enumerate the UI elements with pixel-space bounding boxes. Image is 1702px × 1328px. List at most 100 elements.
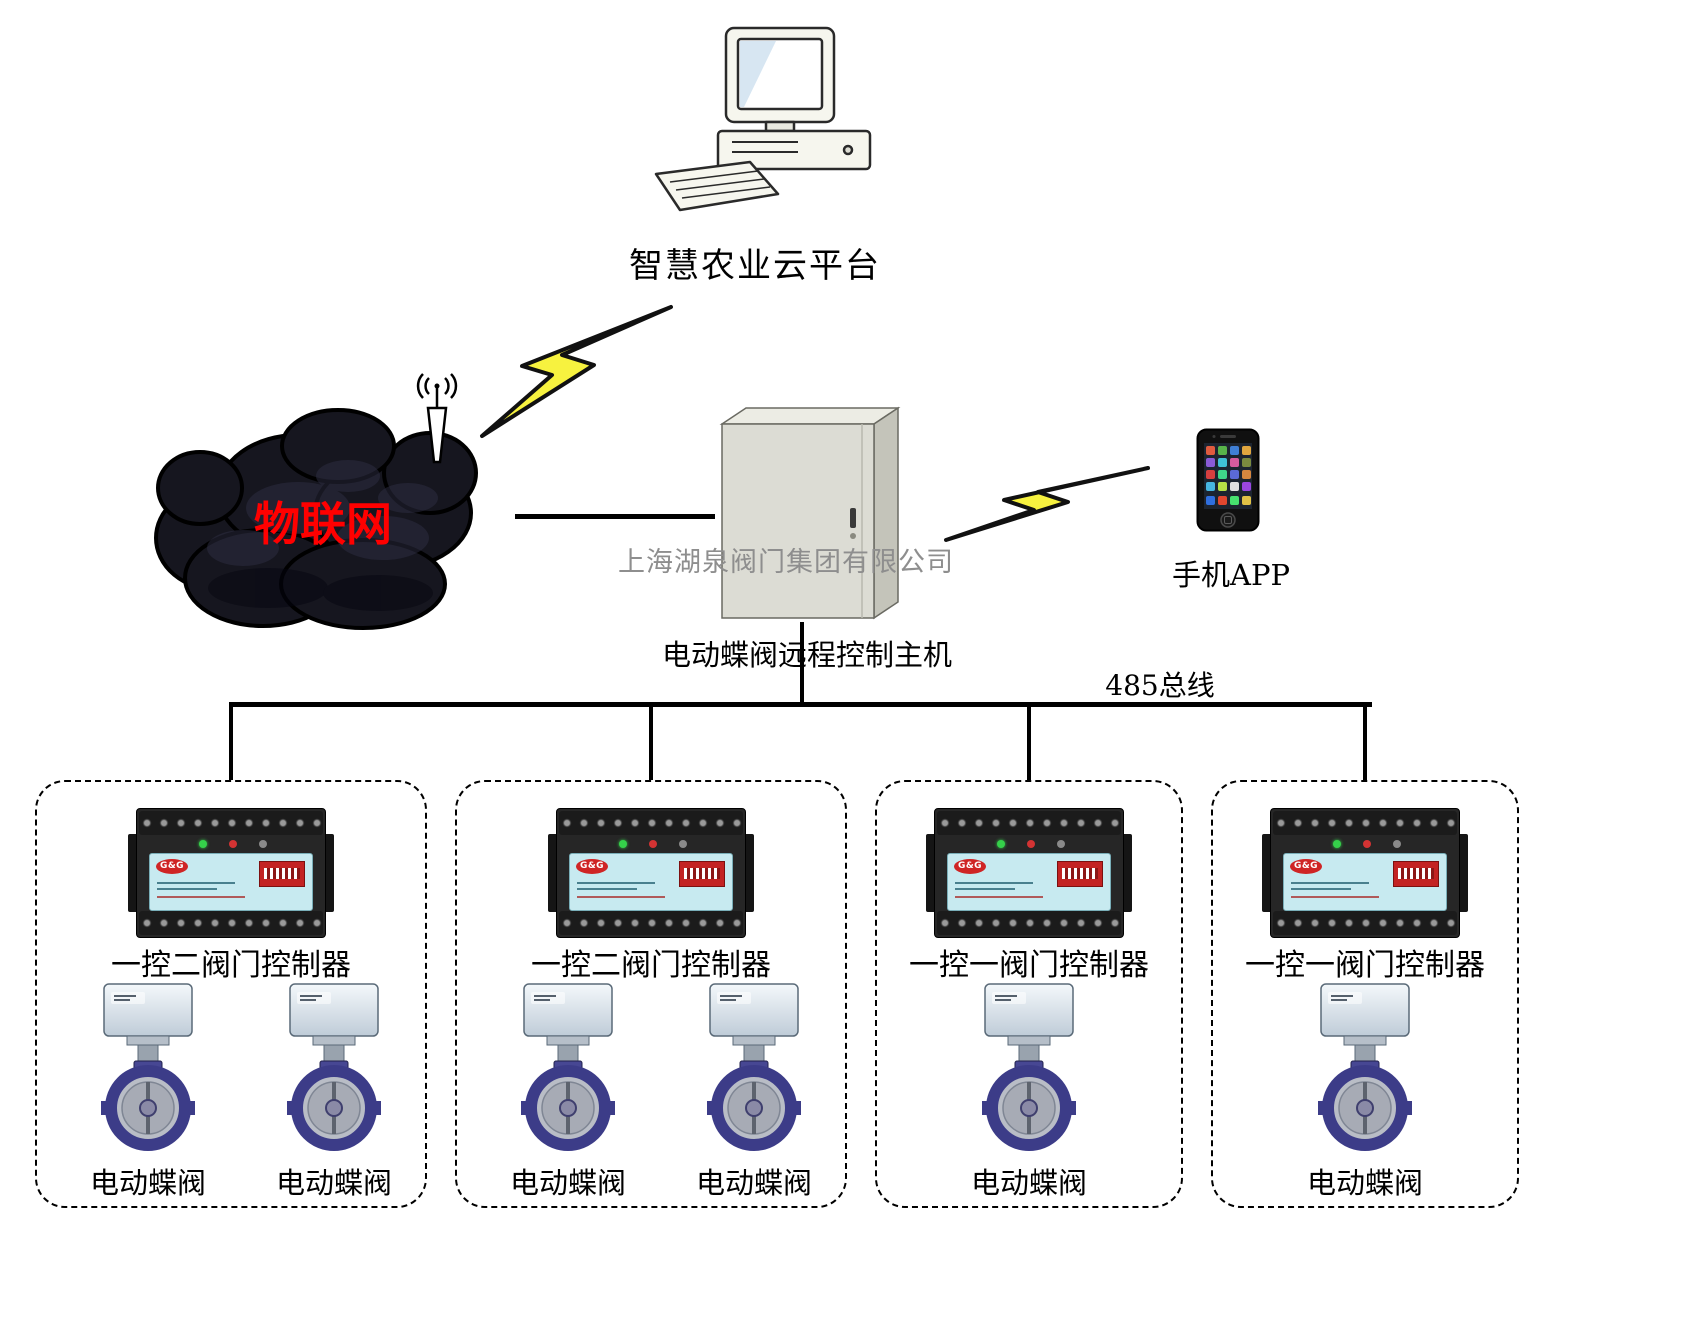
controller-faceplate: G&G <box>1283 853 1447 911</box>
device-logo: G&G <box>156 859 188 874</box>
device-logo: G&G <box>954 859 986 874</box>
host-label: 电动蝶阀远程控制主机 <box>661 638 952 672</box>
led-indicator <box>1333 840 1341 848</box>
mounting-ear <box>1457 834 1468 912</box>
iot-label: 物联网 <box>254 497 392 551</box>
microtext-line <box>157 888 217 890</box>
controller-label: 一控二阀门控制器 <box>531 948 771 983</box>
mounting-ear <box>1262 834 1273 912</box>
drop-line <box>1363 702 1367 782</box>
valve-label: 电动蝶阀 <box>695 1166 812 1200</box>
led-indicator <box>1027 840 1035 848</box>
butterfly-valve-icon <box>693 980 815 1152</box>
mounting-ear <box>128 834 139 912</box>
valve-group-1: G&G 一控二阀门控制器 电动蝶阀 电动蝶阀 <box>35 780 427 1208</box>
led-indicator <box>649 840 657 848</box>
microtext-line <box>1291 896 1379 898</box>
dip-pins <box>684 868 720 879</box>
cloud-platform-label: 智慧农业云平台 <box>629 246 881 286</box>
led-indicator <box>1057 840 1065 848</box>
led-indicator <box>1393 840 1401 848</box>
microtext-line <box>577 882 655 884</box>
phone-icon <box>1196 428 1260 532</box>
microtext-line <box>1291 882 1369 884</box>
host-watermark: 上海湖泉阀门集团有限公司 <box>618 547 954 578</box>
bus-line <box>229 702 1372 707</box>
bus-label: 485总线 <box>1105 669 1215 702</box>
valve-controller-device: G&G <box>926 808 1132 938</box>
butterfly-valve-icon <box>507 980 629 1152</box>
valve-controller-device: G&G <box>548 808 754 938</box>
controller-faceplate: G&G <box>569 853 733 911</box>
drop-line <box>229 702 233 782</box>
terminal-strip <box>1273 811 1457 835</box>
host-bus-line <box>800 622 804 706</box>
iot-cloud-shape <box>148 388 483 638</box>
computer-icon <box>648 22 898 222</box>
led-indicator <box>259 840 267 848</box>
valve-label: 电动蝶阀 <box>509 1166 626 1200</box>
device-logo: G&G <box>1290 859 1322 874</box>
device-logo: G&G <box>576 859 608 874</box>
mounting-ear <box>323 834 334 912</box>
controller-body: G&G <box>934 808 1124 938</box>
dip-switch <box>679 861 725 887</box>
valve-group-2: G&G 一控二阀门控制器 电动蝶阀 电动蝶阀 <box>455 780 847 1208</box>
phone-label: 手机APP <box>1172 558 1290 592</box>
led-indicator <box>997 840 1005 848</box>
microtext-line <box>955 882 1033 884</box>
control-cabinet-icon <box>712 404 908 624</box>
butterfly-valve-icon <box>87 980 209 1152</box>
controller-body: G&G <box>556 808 746 938</box>
dip-pins <box>1062 868 1098 879</box>
microtext-line <box>577 888 637 890</box>
butterfly-valve-icon <box>1304 980 1426 1152</box>
valve-label: 电动蝶阀 <box>970 1166 1087 1200</box>
terminal-strip <box>1273 911 1457 935</box>
controller-faceplate: G&G <box>149 853 313 911</box>
microtext-line <box>955 896 1043 898</box>
controller-body: G&G <box>136 808 326 938</box>
led-indicator <box>679 840 687 848</box>
dip-switch <box>259 861 305 887</box>
valve-group-4: G&G 一控一阀门控制器 电动蝶阀 <box>1211 780 1519 1208</box>
terminal-strip <box>937 911 1121 935</box>
microtext-line <box>1291 888 1351 890</box>
butterfly-valve-icon <box>968 980 1090 1152</box>
controller-label: 一控二阀门控制器 <box>111 948 351 983</box>
valve-label: 电动蝶阀 <box>275 1166 392 1200</box>
antenna-icon <box>407 358 467 464</box>
mounting-ear <box>1121 834 1132 912</box>
dip-pins <box>264 868 300 879</box>
terminal-strip <box>559 911 743 935</box>
led-indicator <box>229 840 237 848</box>
dip-switch <box>1057 861 1103 887</box>
microtext-line <box>955 888 1015 890</box>
led-indicator <box>619 840 627 848</box>
terminal-strip <box>937 811 1121 835</box>
valve-label: 电动蝶阀 <box>89 1166 206 1200</box>
valve-controller-device: G&G <box>128 808 334 938</box>
led-indicator <box>1363 840 1371 848</box>
dip-pins <box>1398 868 1434 879</box>
mounting-ear <box>743 834 754 912</box>
microtext-line <box>157 896 245 898</box>
valve-controller-device: G&G <box>1262 808 1468 938</box>
lightning-icon <box>942 462 1152 544</box>
controller-label: 一控一阀门控制器 <box>1245 948 1485 983</box>
lightning-icon <box>478 303 673 441</box>
terminal-strip <box>139 811 323 835</box>
drop-line <box>1027 702 1031 782</box>
led-indicator <box>199 840 207 848</box>
cloud-host-line <box>515 514 715 519</box>
drop-line <box>649 702 653 782</box>
terminal-strip <box>139 911 323 935</box>
valve-label: 电动蝶阀 <box>1306 1166 1423 1200</box>
terminal-strip <box>559 811 743 835</box>
dip-switch <box>1393 861 1439 887</box>
controller-label: 一控一阀门控制器 <box>909 948 1149 983</box>
microtext-line <box>157 882 235 884</box>
controller-faceplate: G&G <box>947 853 1111 911</box>
butterfly-valve-icon <box>273 980 395 1152</box>
